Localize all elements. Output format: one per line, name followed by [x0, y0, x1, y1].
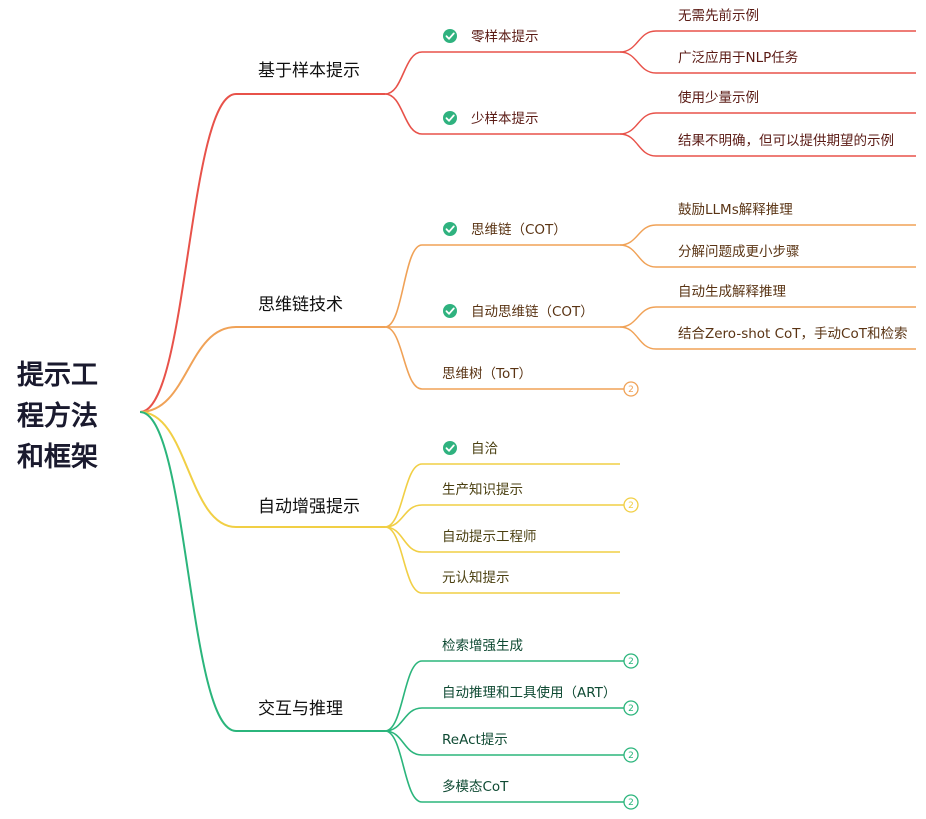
- leaf-topic[interactable]: 广泛应用于NLP任务: [678, 49, 798, 66]
- leaf-connector: [619, 326, 657, 350]
- collapsed-count-badge[interactable]: 2: [623, 747, 639, 763]
- subtopic[interactable]: 自动提示工程师: [442, 529, 537, 545]
- leaf-connector: [619, 306, 657, 328]
- subtopic-connector: [384, 326, 423, 390]
- collapsed-count-badge[interactable]: 2: [623, 381, 639, 397]
- subtopic[interactable]: 零样本提示: [471, 29, 539, 45]
- subtopic[interactable]: 自动推理和工具使用（ART）: [442, 684, 616, 701]
- subtopic[interactable]: 元认知提示: [442, 569, 510, 586]
- leaf-topic[interactable]: 分解问题成更小步骤: [678, 244, 800, 260]
- subtopic[interactable]: 生产知识提示: [442, 481, 523, 498]
- subtopic-connector: [384, 730, 423, 803]
- subtopic-connector: [384, 51, 423, 95]
- collapsed-count-badge[interactable]: 2: [623, 794, 639, 810]
- check-icon: [443, 111, 457, 125]
- connector-lines: [139, 30, 916, 803]
- leaf-topic[interactable]: 鼓励LLMs解释推理: [678, 202, 793, 218]
- badge-count: 2: [628, 798, 634, 808]
- badge-count: 2: [628, 704, 634, 714]
- subtopic-connector: [384, 707, 423, 732]
- subtopic-connector: [384, 526, 423, 594]
- leaf-connector: [619, 224, 657, 246]
- branch-topic[interactable]: 思维链技术: [258, 295, 343, 315]
- subtopic-connector: [384, 660, 423, 732]
- leaf-topic[interactable]: 结果不明确，但可以提供期望的示例: [678, 133, 894, 149]
- branch-connector: [139, 93, 237, 413]
- leaf-topic[interactable]: 无需先前示例: [678, 7, 759, 24]
- subtopic-connector: [384, 244, 423, 328]
- branch-connector: [139, 411, 237, 528]
- branch-topic[interactable]: 交互与推理: [258, 699, 343, 719]
- branch-connector: [139, 326, 237, 413]
- root-title-line: 提示工: [17, 360, 98, 391]
- subtopic-connector: [384, 93, 423, 135]
- subtopic[interactable]: 自洽: [471, 441, 498, 457]
- collapsed-count-badge[interactable]: 2: [623, 497, 639, 513]
- badge-count: 2: [628, 751, 634, 761]
- badge-count: 2: [628, 385, 634, 395]
- badge-count: 2: [628, 657, 634, 667]
- root-title-line: 程方法: [17, 400, 98, 432]
- subtopic-connector: [384, 463, 423, 528]
- root-title-line: 和框架: [17, 442, 98, 473]
- subtopic[interactable]: 思维树（ToT）: [442, 366, 532, 382]
- subtopic[interactable]: 思维链（COT）: [471, 222, 567, 238]
- leaf-connector: [619, 133, 657, 157]
- check-icon: [443, 304, 457, 318]
- subtopic[interactable]: 自动思维链（COT）: [471, 304, 594, 320]
- leaf-connector: [619, 244, 657, 268]
- check-icon: [443, 441, 457, 455]
- leaf-connector: [619, 30, 657, 53]
- branch-topic[interactable]: 自动增强提示: [258, 497, 360, 517]
- collapsed-count-badge[interactable]: 2: [623, 700, 639, 716]
- leaf-topic[interactable]: 结合Zero-shot CoT，手动CoT和检索: [678, 326, 908, 342]
- leaf-topic[interactable]: 自动生成解释推理: [678, 284, 786, 300]
- subtopic-connector: [384, 504, 423, 528]
- check-icon: [443, 29, 457, 43]
- subtopic[interactable]: ReAct提示: [442, 732, 508, 748]
- check-icon: [443, 222, 457, 236]
- leaf-connector: [619, 112, 657, 135]
- collapsed-count-badge[interactable]: 2: [623, 653, 639, 669]
- leaf-connector: [619, 51, 657, 74]
- subtopic[interactable]: 少样本提示: [471, 111, 539, 127]
- subtopic[interactable]: 检索增强生成: [442, 638, 523, 654]
- subtopic[interactable]: 多模态CoT: [442, 778, 509, 795]
- branch-connector: [139, 411, 237, 732]
- subtopic-connector: [384, 526, 423, 553]
- badge-count: 2: [628, 501, 634, 511]
- branch-topic[interactable]: 基于样本提示: [258, 61, 360, 81]
- leaf-topic[interactable]: 使用少量示例: [678, 89, 759, 106]
